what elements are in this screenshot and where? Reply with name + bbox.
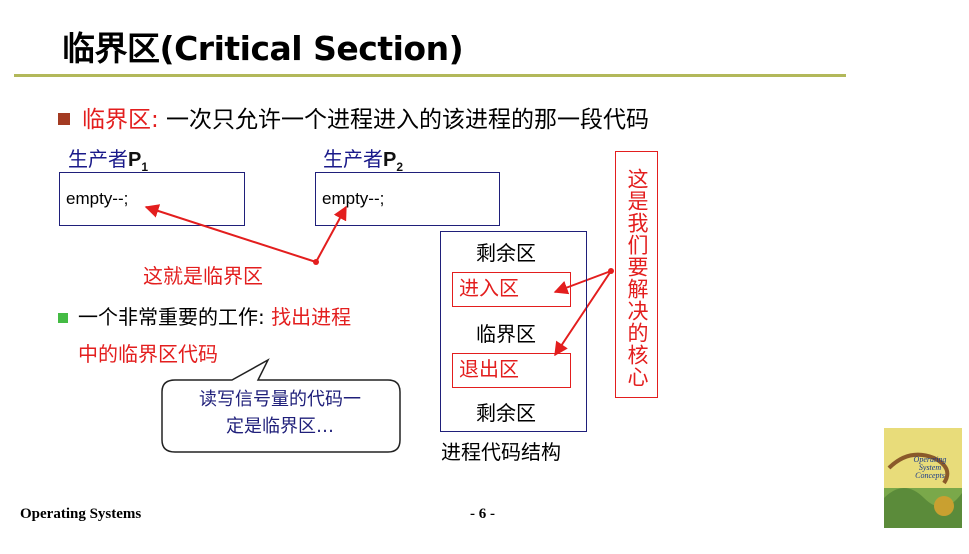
course-name: Operating Systems [20, 506, 141, 523]
entry-section-box: 进入区 [452, 272, 571, 307]
exit-section-box: 退出区 [452, 353, 571, 388]
page-number: - 6 - [470, 506, 495, 523]
core-problem-note: 这是我们要解决的核心 [615, 151, 658, 398]
callout-line-1: 读写信号量的代码一 [162, 386, 398, 413]
core-arrow-origin-dot [608, 268, 614, 274]
process-structure-caption: 进程代码结构 [441, 436, 561, 465]
callout-text: 读写信号量的代码一 定是临界区… [162, 386, 398, 440]
entry-section-label: 进入区 [459, 276, 519, 300]
book-cover-image: Operating System Concepts [884, 428, 962, 528]
book-title-line-3: Concepts [915, 471, 945, 480]
remainder-section-bottom: 剩余区 [476, 397, 536, 426]
remainder-section-top: 剩余区 [476, 237, 536, 266]
arrow-origin-dot [313, 259, 319, 265]
critical-section-item: 临界区 [476, 318, 536, 347]
arrow-to-code-2 [316, 207, 346, 262]
arrow-to-code-1 [146, 207, 316, 262]
callout-line-2: 定是临界区… [162, 413, 398, 440]
exit-section-label: 退出区 [459, 357, 519, 381]
